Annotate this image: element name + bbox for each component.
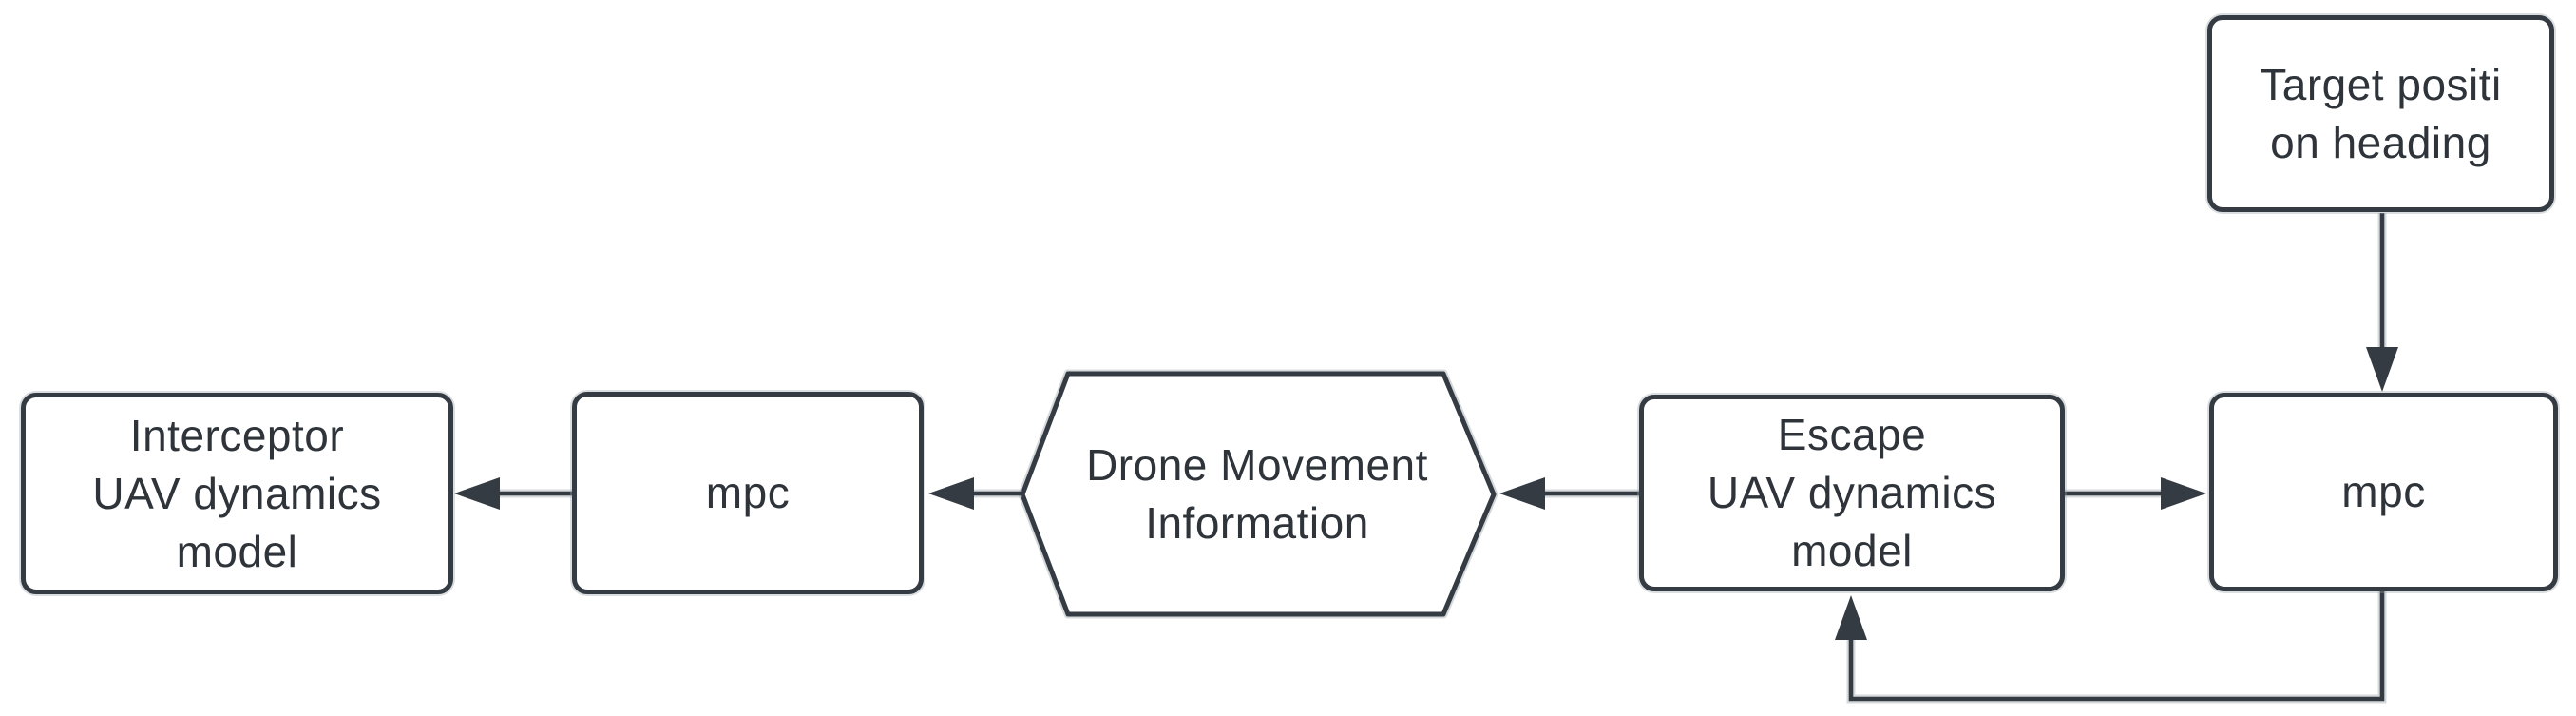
- node-label-line: Escape: [1777, 410, 1927, 459]
- node-label-line: Target positi: [2260, 59, 2502, 109]
- node-label-line: Interceptor: [129, 410, 345, 460]
- node-interceptor-uav-dynamics-model: Interceptor UAV dynamics model: [21, 393, 453, 594]
- node-label-line: UAV dynamics: [1707, 468, 1997, 517]
- node-label-line: Drone Movement: [1086, 439, 1428, 490]
- node-target-position-heading: Target positi on heading: [2207, 15, 2554, 212]
- edge-droneinfo-to-mpcleft-arrowhead: [928, 477, 974, 510]
- node-label-line: on heading: [2270, 117, 2491, 167]
- node-label-line: UAV dynamics: [92, 468, 382, 518]
- edge-mpcright-to-escape-feedback-line: [1848, 591, 2385, 702]
- edge-target-to-mpcright-arrowhead: [2366, 347, 2398, 392]
- node-escape-uav-dynamics-model: Escape UAV dynamics model: [1639, 395, 2065, 591]
- node-label-line: Information: [1145, 497, 1369, 548]
- edge-mpcleft-to-interceptor-arrowhead: [454, 477, 500, 510]
- node-label-line: model: [176, 526, 298, 576]
- edge-mpcright-to-escape-feedback-halo: [1846, 591, 2387, 704]
- node-label-line: mpc: [2341, 467, 2426, 516]
- edge-escape-to-mpcright-arrowhead: [2161, 477, 2206, 510]
- hexagon-drone-info-shape: [1020, 371, 1497, 617]
- node-mpc-left: mpc: [572, 392, 924, 594]
- edge-mpcright-to-escape-feedback-arrowhead: [1835, 595, 1867, 640]
- node-label-line: model: [1791, 526, 1913, 575]
- node-mpc-right: mpc: [2209, 393, 2558, 591]
- node-label-line: mpc: [705, 468, 791, 517]
- edge-escape-to-droneinfo-arrowhead: [1499, 477, 1545, 510]
- node-drone-movement-information: Drone Movement Information: [1036, 374, 1479, 614]
